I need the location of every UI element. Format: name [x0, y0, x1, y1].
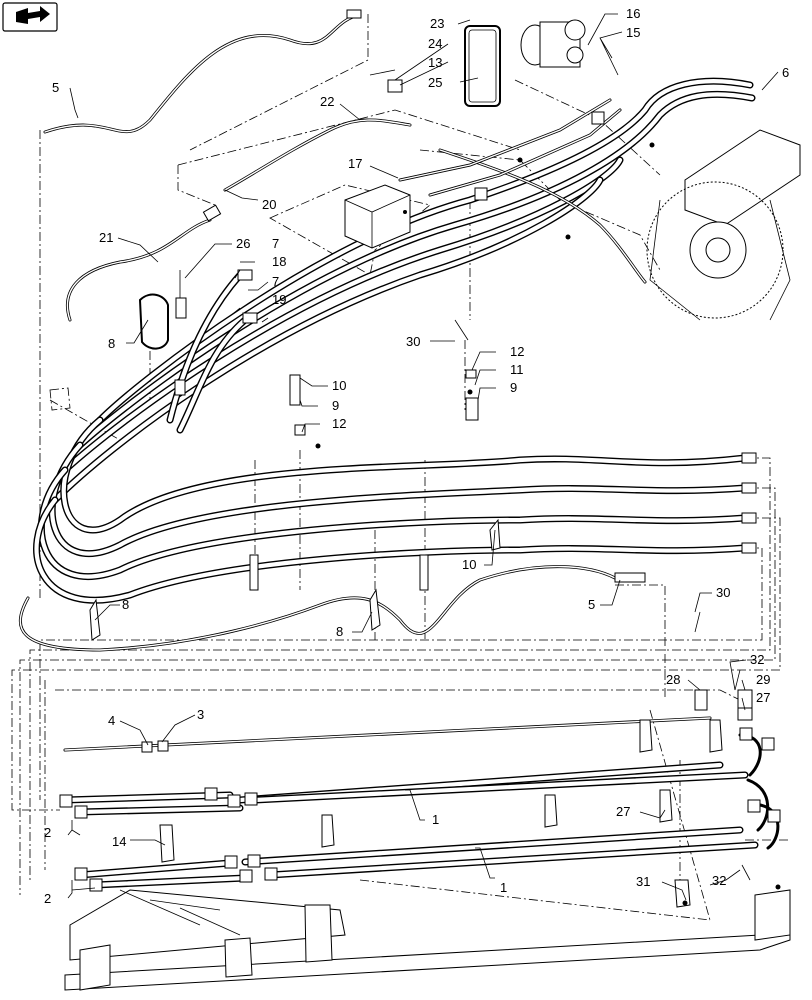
hose-5-lower: [18, 565, 646, 652]
callout-2-lower: 2: [44, 891, 51, 906]
hose-bundle-upper: [51, 77, 756, 504]
callout-7-upper: 7: [272, 236, 279, 251]
callout-23: 23: [430, 16, 444, 31]
callout-1-lower: 1: [500, 880, 507, 895]
callout-8-center: 8: [336, 624, 343, 639]
callout-29: 29: [756, 672, 770, 687]
callout-6: 6: [782, 65, 789, 80]
callout-8-left: 8: [122, 597, 129, 612]
boom-frame: [64, 884, 791, 991]
callout-4: 4: [108, 713, 115, 728]
callout-18: 18: [272, 254, 286, 269]
callout-26: 26: [236, 236, 250, 251]
callout-22: 22: [320, 94, 334, 109]
callout-25: 25: [428, 75, 442, 90]
callout-30-lower: 30: [716, 585, 730, 600]
callout-1-upper: 1: [432, 812, 439, 827]
callout-9-right: 9: [510, 380, 517, 395]
callout-27-lower: 27: [616, 804, 630, 819]
callout-15: 15: [626, 25, 640, 40]
callout-24: 24: [428, 36, 442, 51]
callout-30-upper: 30: [406, 334, 420, 349]
callout-5-lower: 5: [588, 597, 595, 612]
clamps-fasteners: [89, 69, 701, 641]
callout-5-upper: 5: [52, 80, 59, 95]
callout-9-left: 9: [332, 398, 339, 413]
callout-12-upper: 12: [510, 344, 524, 359]
callout-19: 19: [272, 292, 286, 307]
callout-labels: 5 23 24 13 25 16 15 6 22 17 20 21 26 7 1…: [44, 6, 789, 906]
callout-14: 14: [112, 834, 126, 849]
callout-32-upper: 32: [750, 652, 764, 667]
hydraulic-motor: [520, 19, 586, 68]
gasket-25: [464, 25, 501, 107]
hose-21: [65, 204, 222, 322]
callout-7-lower: 7: [272, 274, 279, 289]
callout-3: 3: [197, 707, 204, 722]
fan-assembly: [646, 129, 801, 321]
callout-16: 16: [626, 6, 640, 21]
hydraulic-tubes-center: [398, 98, 622, 197]
lower-tube-assemblies: [59, 669, 781, 908]
callout-32-lower: 32: [712, 873, 726, 888]
callout-8-upper: 8: [108, 336, 115, 351]
callout-20: 20: [262, 197, 276, 212]
reference-lines: [11, 14, 790, 921]
callout-31: 31: [636, 874, 650, 889]
hose-bundle-lower: [33, 416, 757, 604]
callout-10-lower: 10: [462, 557, 476, 572]
callout-21: 21: [99, 230, 113, 245]
hose-5-upper: [43, 9, 362, 134]
callout-11: 11: [510, 362, 524, 377]
callout-2-upper: 2: [44, 825, 51, 840]
callout-leaders: [67, 13, 779, 901]
hose-22: [223, 118, 647, 284]
callout-12-lower: 12: [332, 416, 346, 431]
callout-27-upper: 27: [756, 690, 770, 705]
hose-7-pair: [166, 269, 258, 434]
callout-13: 13: [428, 55, 442, 70]
gasket-8: [49, 293, 169, 411]
callout-17: 17: [348, 156, 362, 171]
callout-28: 28: [666, 672, 680, 687]
callout-10-upper: 10: [332, 378, 346, 393]
valve-block: [344, 184, 411, 249]
book-arrow-icon[interactable]: [2, 2, 58, 32]
